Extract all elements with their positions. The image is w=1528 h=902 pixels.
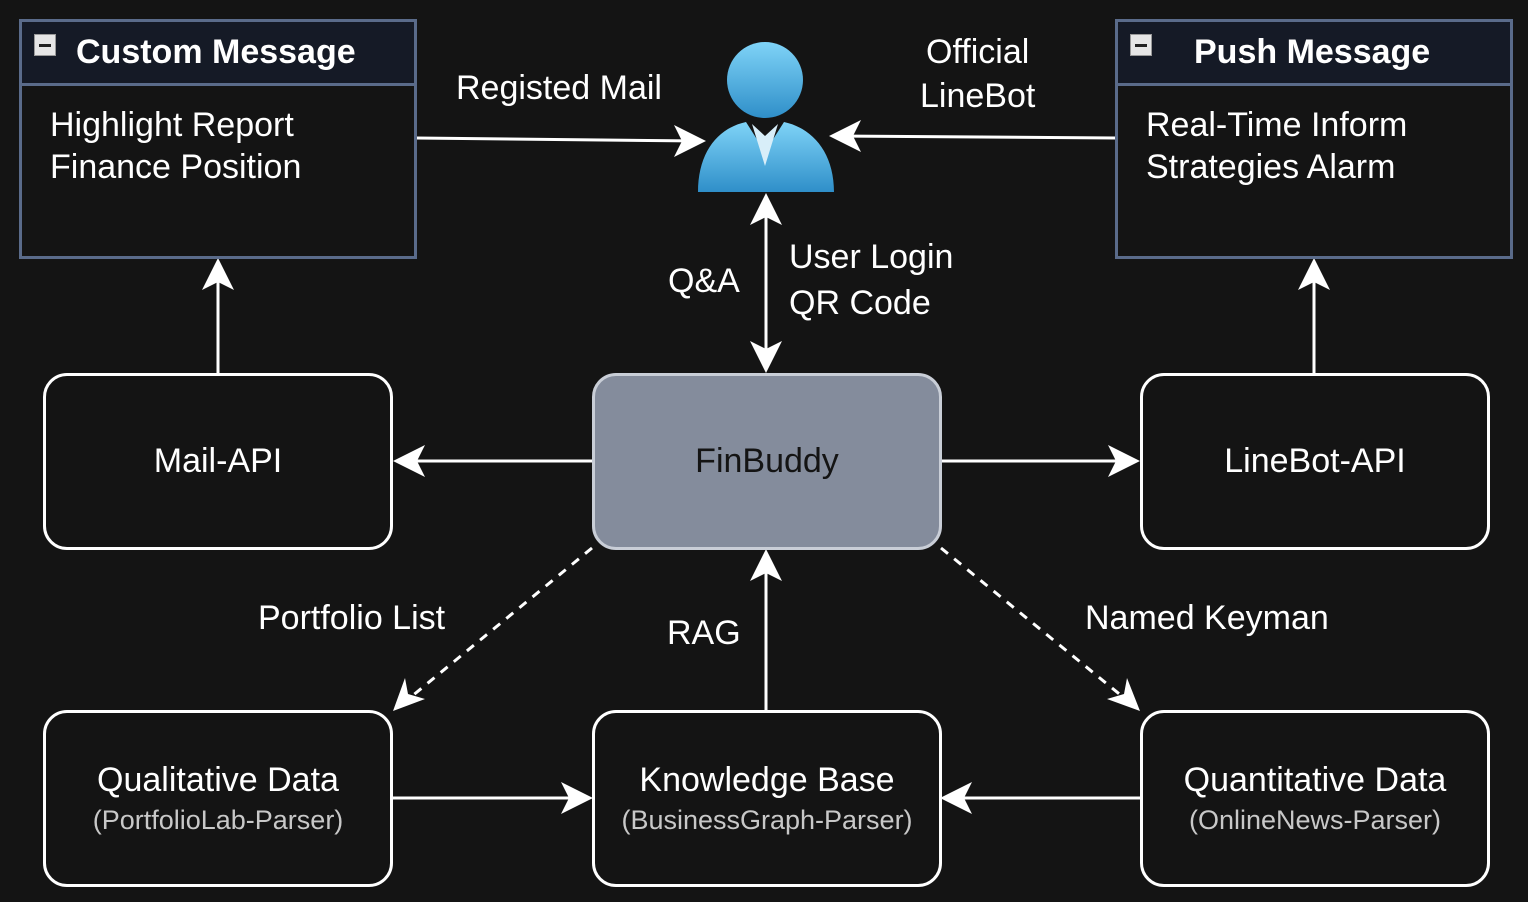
node-title: Quantitative Data xyxy=(1183,760,1447,799)
edge-push-user xyxy=(833,134,1116,140)
arrowhead xyxy=(561,782,593,814)
arrowhead xyxy=(940,782,972,814)
arrowhead xyxy=(750,549,782,581)
arrowhead xyxy=(674,125,706,157)
edge-finbuddy-qualitative xyxy=(399,546,593,708)
custom-message-line: Finance Position xyxy=(50,148,302,186)
custom-message-body: Highlight Report Finance Position xyxy=(22,86,414,206)
custom-message-container: Custom Message Highlight Report Finance … xyxy=(19,19,417,259)
custom-message-line: Highlight Report xyxy=(50,106,294,144)
edge-label-registed-mail: Registed Mail xyxy=(456,69,662,107)
push-message-line: Real-Time Inform xyxy=(1146,106,1408,144)
edge-label-line: QR Code xyxy=(789,284,931,322)
custom-message-header: Custom Message xyxy=(22,22,414,86)
push-message-title: Push Message xyxy=(1194,33,1431,71)
arrowhead xyxy=(750,193,782,225)
node-title: Qualitative Data xyxy=(97,760,339,799)
edge-finbuddy-quantitative xyxy=(940,546,1135,708)
node-title: FinBuddy xyxy=(695,442,839,481)
minus-square-icon[interactable] xyxy=(34,34,56,56)
edge-label-named-keyman: Named Keyman xyxy=(1085,599,1329,637)
minus-square-icon[interactable] xyxy=(1130,34,1152,56)
edge-label-qa: Q&A xyxy=(668,262,740,300)
push-message-body: Real-Time Inform Strategies Alarm xyxy=(1118,86,1510,206)
arrowhead xyxy=(829,120,861,152)
edge-label-line: LineBot xyxy=(920,77,1036,115)
user-icon xyxy=(698,42,834,192)
arrowhead xyxy=(202,258,234,290)
node-title: Mail-API xyxy=(153,442,283,481)
mail-api-node[interactable]: Mail-API xyxy=(43,373,393,550)
arrowhead xyxy=(1107,678,1140,711)
push-message-container: Push Message Real-Time Inform Strategies… xyxy=(1115,19,1513,259)
edge-custom-user xyxy=(415,136,701,143)
edge-label-rag: RAG xyxy=(667,614,741,652)
node-title: Knowledge Base xyxy=(639,760,895,799)
arrowhead xyxy=(1108,445,1140,477)
arrowhead xyxy=(1298,258,1330,290)
arrowhead xyxy=(750,341,782,373)
edge-label-user-login: User Login QR Code xyxy=(789,234,953,326)
node-subtitle: (BusinessGraph-Parser) xyxy=(621,805,913,836)
edge-label-line: User Login xyxy=(789,238,954,276)
quantitative-data-node[interactable]: Quantitative Data (OnlineNews-Parser) xyxy=(1140,710,1490,887)
knowledge-base-node[interactable]: Knowledge Base (BusinessGraph-Parser) xyxy=(592,710,942,887)
push-message-header: Push Message xyxy=(1118,22,1510,86)
push-message-line: Strategies Alarm xyxy=(1146,148,1396,186)
node-subtitle: (OnlineNews-Parser) xyxy=(1188,805,1442,836)
arrowhead xyxy=(393,678,425,711)
arrowhead xyxy=(393,445,425,477)
edge-label-official-linebot: Official LineBot xyxy=(920,30,1035,118)
node-title: LineBot-API xyxy=(1224,442,1406,481)
edge-label-portfolio-list: Portfolio List xyxy=(258,599,446,637)
qualitative-data-node[interactable]: Qualitative Data (PortfolioLab-Parser) xyxy=(43,710,393,887)
custom-message-title: Custom Message xyxy=(76,33,356,71)
edge-label-line: Official xyxy=(926,33,1030,71)
linebot-api-node[interactable]: LineBot-API xyxy=(1140,373,1490,550)
node-subtitle: (PortfolioLab-Parser) xyxy=(92,805,344,836)
finbuddy-node[interactable]: FinBuddy xyxy=(592,373,942,550)
